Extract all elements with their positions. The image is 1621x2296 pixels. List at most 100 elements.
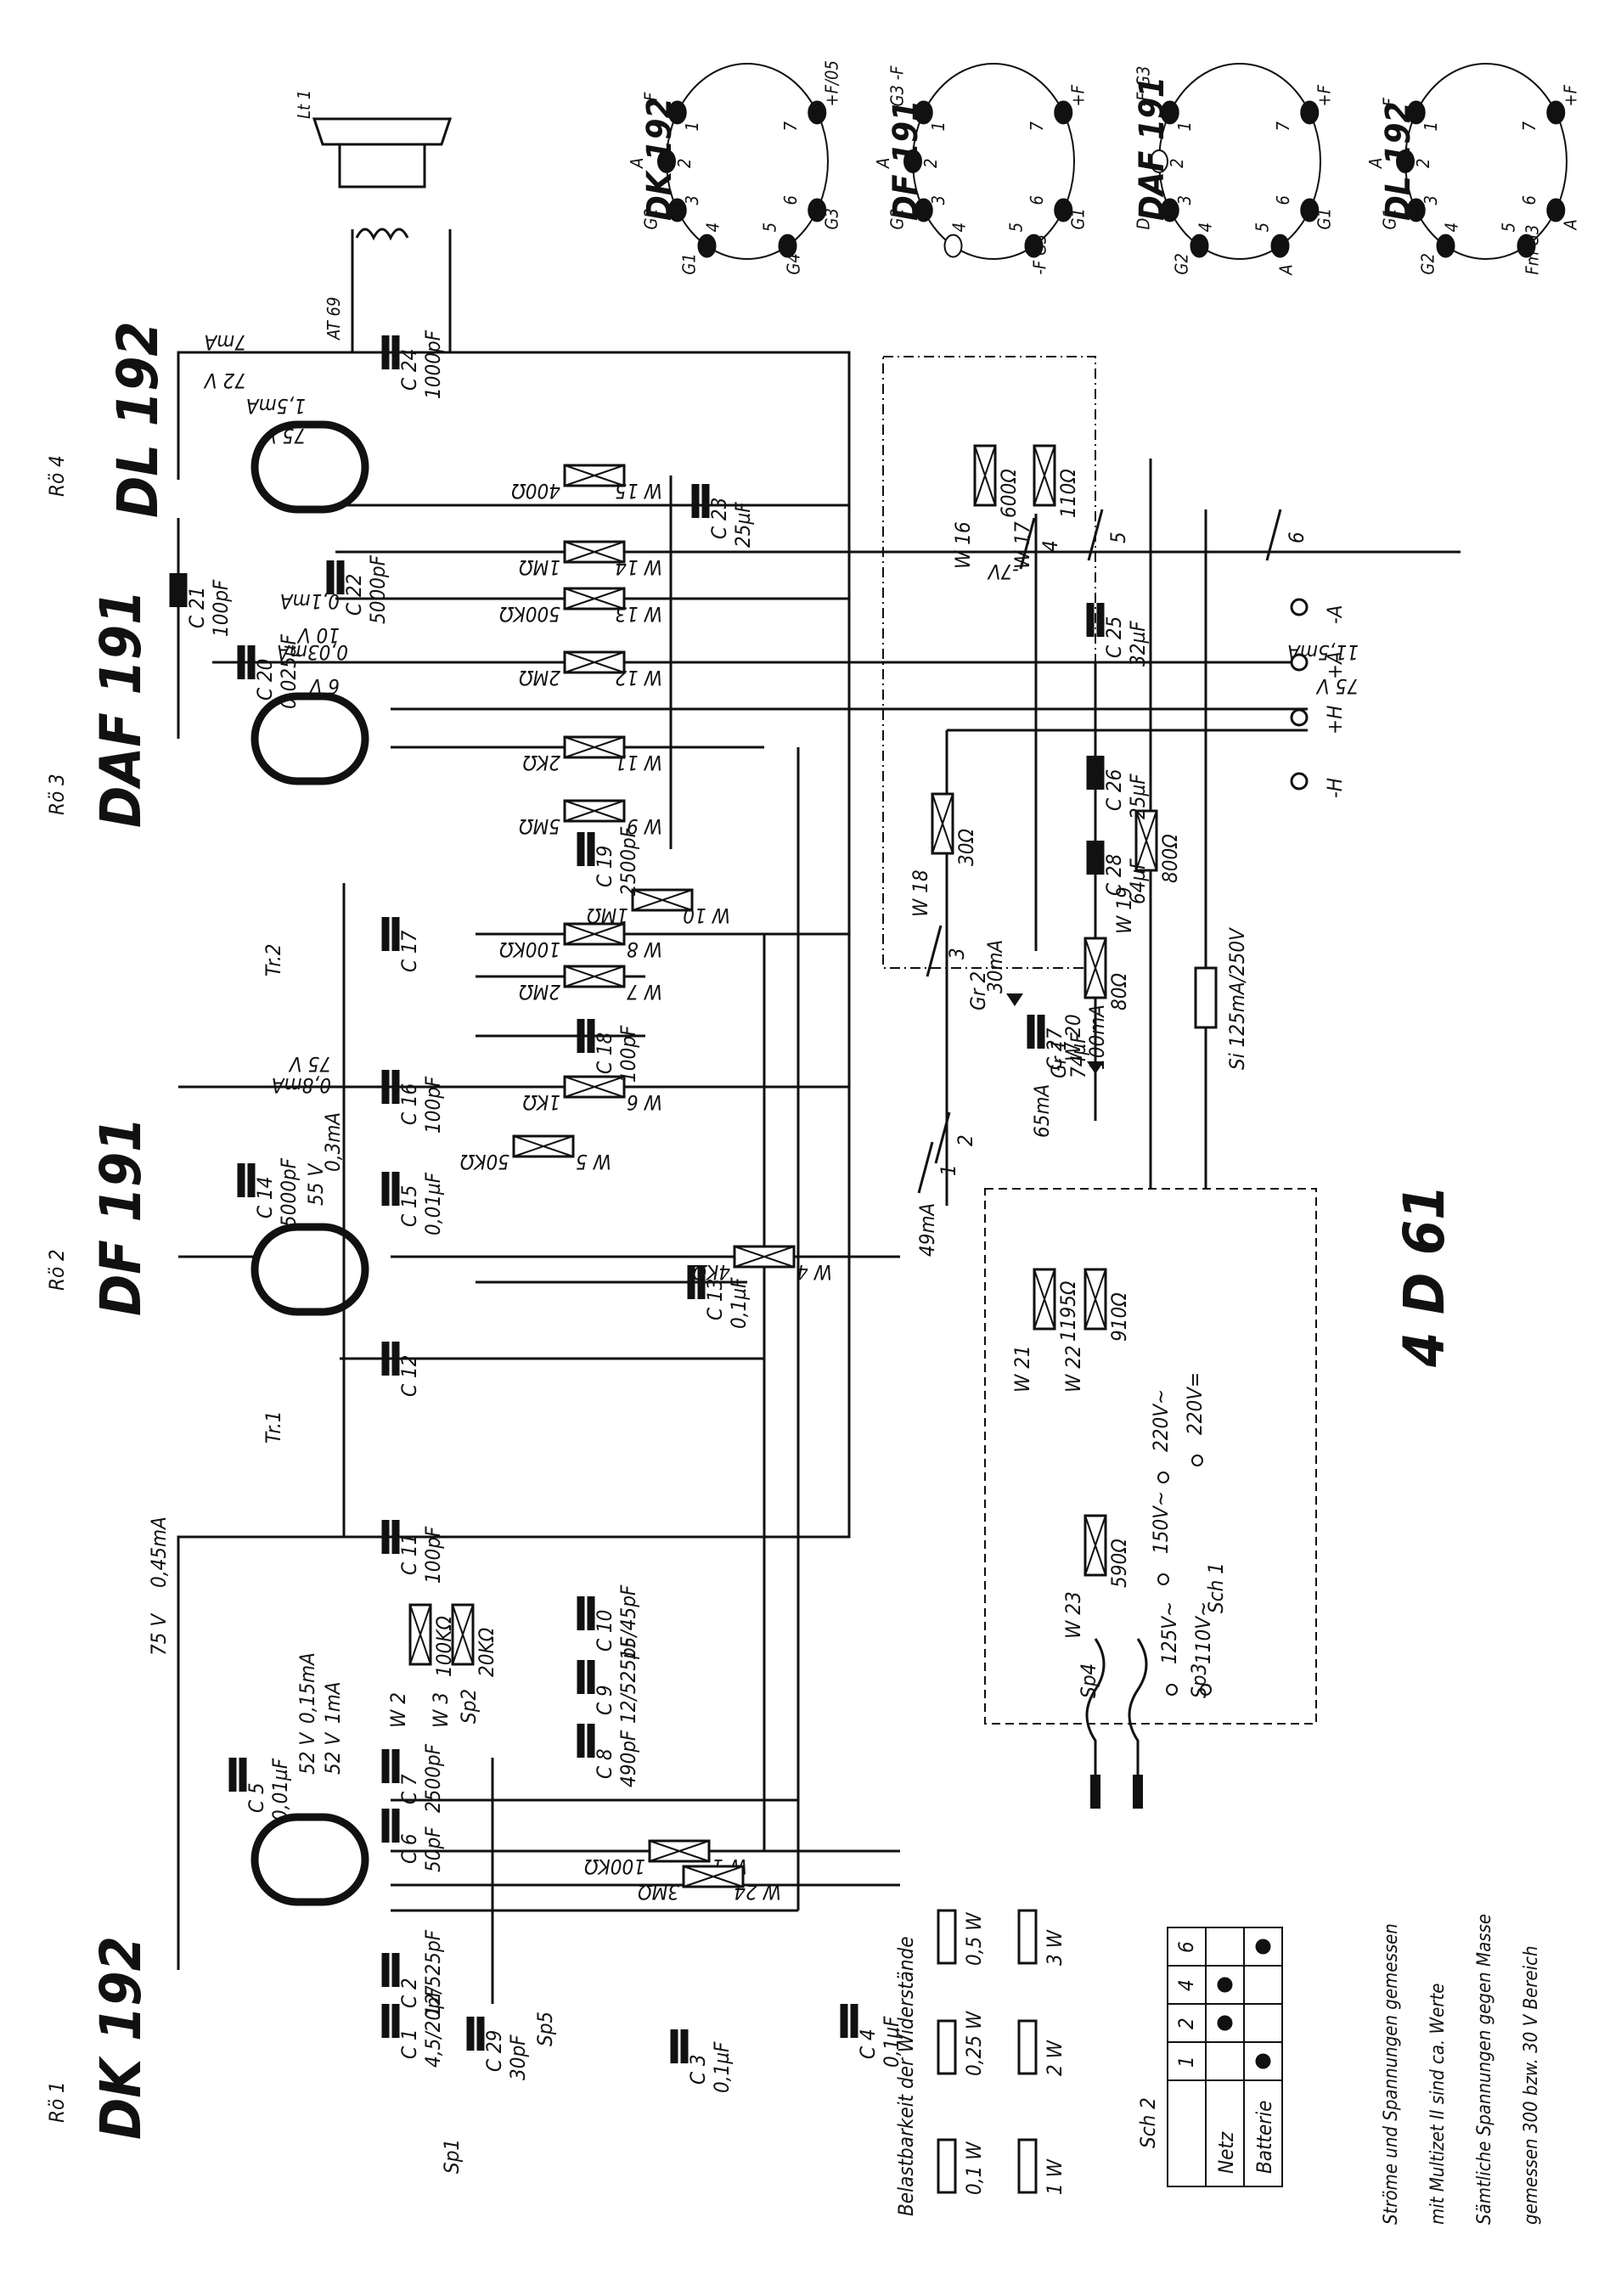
capacitor-ref: C 15 — [397, 1185, 421, 1227]
wiring — [177, 229, 1461, 2004]
svg-text:30mA: 30mA — [983, 940, 1007, 993]
capacitor-ref: C 22 — [342, 574, 366, 616]
rectifier-label: Gr 2 — [966, 971, 990, 1010]
tube-title-ro2: DF 191 — [88, 1117, 154, 1316]
pin-number: 3 — [1421, 195, 1441, 205]
terminal-3 — [1290, 772, 1309, 791]
resistor-value: 400Ω — [511, 479, 560, 503]
pin-number: 2 — [1167, 159, 1187, 168]
sch2-mark — [1255, 2053, 1271, 2069]
pin-number: 3 — [682, 195, 702, 205]
resistor-wattage-legend: Belastbarkeit der Widerstände 0,1 W0,25 … — [894, 1909, 1067, 2216]
resistor-ref: W 6 — [627, 1090, 662, 1114]
pin-label: -F — [640, 92, 661, 106]
pin-dot — [1024, 234, 1044, 258]
tube-ro2 — [250, 1223, 369, 1316]
speaker: Lt 1 AT 69 — [294, 90, 453, 340]
note-line: mit Multizet II sind ca. Werte — [1427, 1984, 1449, 2225]
capacitor-value: 0,1µF — [727, 1277, 751, 1329]
switch-label: 4 — [1038, 540, 1062, 552]
pin-label: G1 — [1068, 208, 1089, 229]
pin-label: A — [627, 158, 647, 169]
legend-item: 1 W — [1017, 2138, 1067, 2195]
capacitor-c12: C 12 — [381, 1342, 421, 1397]
pin-label: +F — [1561, 84, 1581, 106]
resistor-value: 600Ω — [997, 469, 1021, 518]
pin-number: 3 — [1174, 195, 1195, 205]
rectifier-diode — [1006, 993, 1023, 1006]
coil-label: Sp1 — [440, 2139, 464, 2174]
tap-contact — [1191, 1455, 1203, 1466]
tap-contact — [1157, 1472, 1169, 1483]
legend-item: 0,1 W — [937, 2138, 986, 2195]
svg-text:75 V: 75 V — [262, 424, 306, 447]
pin-label: G1 — [1314, 208, 1335, 229]
fuse-label: Si 125mA/250V — [1225, 926, 1249, 1070]
tube-envelopes — [250, 420, 369, 1906]
pin-label: -F G3 — [1133, 66, 1153, 107]
capacitor-ref: C 16 — [397, 1083, 421, 1125]
tube-ro3 — [250, 692, 369, 785]
capacitor-value: 100pF — [421, 1076, 445, 1134]
resistor-value: 2MΩ — [519, 666, 560, 689]
capacitor-value: 5000pF — [277, 1157, 301, 1227]
pin-label: G4 — [784, 253, 804, 274]
resistor-value: 910Ω — [1107, 1292, 1131, 1342]
resistor-value: 5MΩ — [519, 814, 560, 838]
terminal-2 — [1290, 708, 1309, 727]
capacitor-value: 25µF — [731, 502, 755, 548]
pinout-title: DK 192 — [640, 98, 679, 221]
transformer-ref: AT 69 — [324, 297, 344, 340]
switch-contact-6 — [1265, 509, 1282, 561]
pin-dot — [1150, 149, 1168, 173]
pin-dot — [1517, 234, 1536, 258]
capacitor-value: 1000pF — [421, 329, 445, 399]
pin-label: G3 -F — [886, 65, 907, 107]
legend-item: 3 W — [1017, 1909, 1067, 1966]
terminal-label: -A — [1323, 605, 1347, 624]
resistor-value: 1MΩ — [519, 555, 560, 579]
tube-ref-ro3: Rö 3 — [45, 774, 69, 815]
terminal-1 — [1290, 653, 1309, 672]
svg-text:0,3mA: 0,3mA — [321, 1112, 345, 1172]
resistor-ref: W 12 — [615, 666, 662, 689]
pin-label: +F/05 — [822, 60, 842, 106]
capacitor-ref: C 27 — [1043, 1027, 1067, 1070]
pin-label: A — [873, 158, 893, 169]
pin-dot — [1160, 198, 1179, 222]
resistor-ref: W 20 — [1061, 1014, 1085, 1061]
sch2-title: Sch 2 — [1136, 2097, 1160, 2148]
coil-label: Tr.1 — [262, 1410, 285, 1443]
svg-text:52 V: 52 V — [295, 1731, 319, 1775]
sch2-column: 2 — [1174, 2017, 1198, 2029]
pin-number: 7 — [1027, 121, 1047, 132]
mains-taps: 220V~220V=150V~125V~110V~Sch 1Sp1Sp2Sp3S… — [262, 943, 1228, 2174]
pin-label: F — [1379, 98, 1399, 107]
capacitor-value: 0,01µF — [421, 1172, 445, 1235]
pin-dot — [1300, 198, 1320, 222]
switch-label: 2 — [954, 1134, 977, 1146]
resistor-ref: W 23 — [1061, 1591, 1085, 1639]
resistor-ref: W 9 — [627, 814, 662, 838]
pin-number: 1 — [682, 121, 702, 131]
svg-text:1,5mA: 1,5mA — [246, 394, 306, 418]
capacitor-value: 15/45pF — [616, 1584, 640, 1660]
resistor-ref: W 2 — [386, 1692, 410, 1728]
pinout-title: DF 191 — [886, 100, 926, 221]
pin-label: G2 — [1172, 253, 1192, 274]
resistor-w9: W 9 5MΩ — [519, 799, 662, 838]
terminal-label: +H — [1323, 706, 1347, 734]
coil-label: Sp2 — [457, 1689, 481, 1724]
capacitor-value: 5000pF — [366, 554, 390, 624]
sch2-column: 4 — [1174, 1979, 1198, 1991]
pinout-title: DAF 191 — [1133, 76, 1172, 221]
sch2-mark — [1217, 2015, 1233, 2031]
